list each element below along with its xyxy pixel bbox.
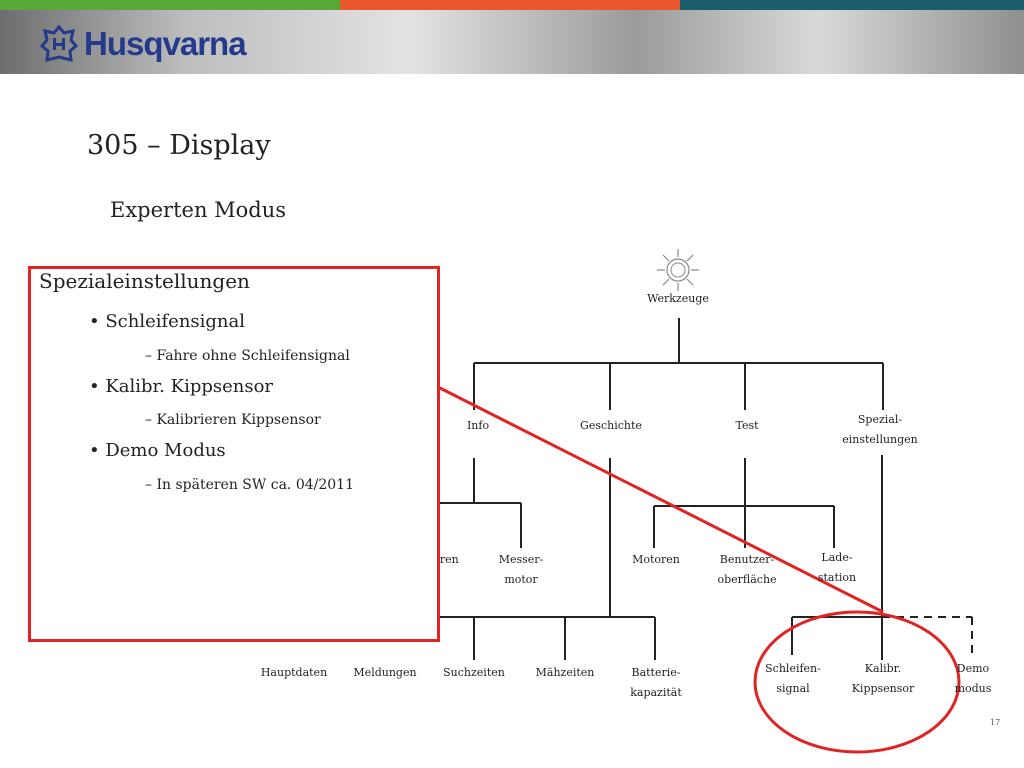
callout-heading: Spezialeinstellungen <box>39 269 250 293</box>
tree-node-search-times: Suchzeiten <box>443 666 505 679</box>
special-settings-callout: Spezialeinstellungen • Schleifensignal –… <box>28 266 440 642</box>
tree-node-messages: Meldungen <box>353 666 417 679</box>
callout-sub-loop-signal: – Fahre ohne Schleifensignal <box>145 348 350 364</box>
callout-bullet-tilt-sensor: • Kalibr. Kippsensor <box>89 376 274 397</box>
tree-node-battery-capacity: Batterie- kapazität <box>630 666 682 699</box>
color-bar-orange <box>340 0 680 10</box>
tree-node-test: Test <box>735 419 759 432</box>
tree-node-user-interface: Benutzer- oberfläche <box>717 553 777 586</box>
tree-node-mowing-times: Mähzeiten <box>535 666 595 679</box>
slide-subtitle: Experten Modus <box>110 198 287 222</box>
header-banner: Husqvarna <box>0 10 1024 74</box>
tree-node-special: Spezial- einstellungen <box>842 413 918 446</box>
tree-node-info: Info <box>466 419 490 432</box>
tree-node-calibrate-tilt: Kalibr. Kippsensor <box>851 662 915 695</box>
tree-node-demo-mode: Demo modus <box>954 662 992 695</box>
color-bar-green <box>0 0 340 10</box>
tree-node-history: Geschichte <box>580 419 642 432</box>
tree-node-main-data: Hauptdaten <box>260 666 328 679</box>
top-color-bar <box>0 0 1024 10</box>
callout-bullet-demo-mode: • Demo Modus <box>89 440 226 461</box>
page-number: 17 <box>990 718 1001 727</box>
tree-node-blade-motor: Messer- motor <box>498 553 544 586</box>
callout-bullet-loop-signal: • Schleifensignal <box>89 311 246 332</box>
tree-root-label: Werkzeuge <box>647 292 709 305</box>
husqvarna-crown-icon <box>40 24 78 62</box>
tree-node-test-motors: Motoren <box>632 553 680 566</box>
brand-logo: Husqvarna <box>40 24 247 64</box>
color-bar-teal <box>680 0 1024 10</box>
callout-sub-demo-mode: – In späteren SW ca. 04/2011 <box>145 477 354 493</box>
slide-title: 305 – Display <box>87 130 271 161</box>
callout-sub-tilt-sensor: – Kalibrieren Kippsensor <box>145 412 321 428</box>
brand-name: Husqvarna <box>84 25 247 62</box>
highlight-ellipse <box>753 610 961 754</box>
tree-node-loop-signal: Schleifen- signal <box>765 662 821 695</box>
gear-icon <box>657 249 699 291</box>
tree-node-charging-station: Lade- station <box>817 551 857 584</box>
